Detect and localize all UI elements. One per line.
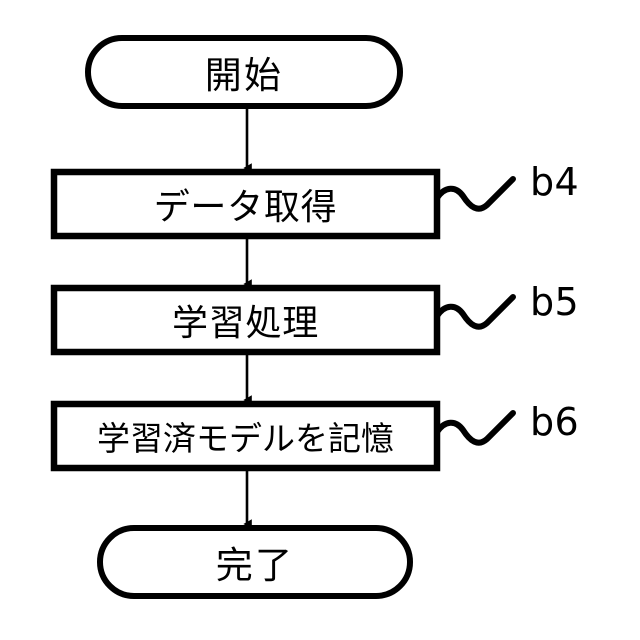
process-1-label: データ取得 (153, 187, 338, 228)
process-3-shape (50, 400, 441, 472)
start-node-label: 開始 (204, 54, 284, 97)
leader-line-b5 (434, 294, 516, 330)
process-1-shape (50, 168, 441, 240)
leader-line-b6 (434, 410, 516, 446)
reference-label-b5: b5 (530, 280, 580, 324)
leader-line-b4 (434, 176, 516, 212)
process-2-label: 学習処理 (172, 303, 319, 344)
start-node-shape (85, 35, 403, 109)
process-2-shape (50, 284, 441, 356)
reference-label-b4: b4 (530, 160, 580, 204)
end-node-label: 完了 (215, 544, 295, 587)
process-3-label: 学習済モデルを記憶 (97, 419, 394, 458)
reference-label-b6: b6 (530, 400, 580, 444)
end-node-shape (97, 525, 413, 599)
